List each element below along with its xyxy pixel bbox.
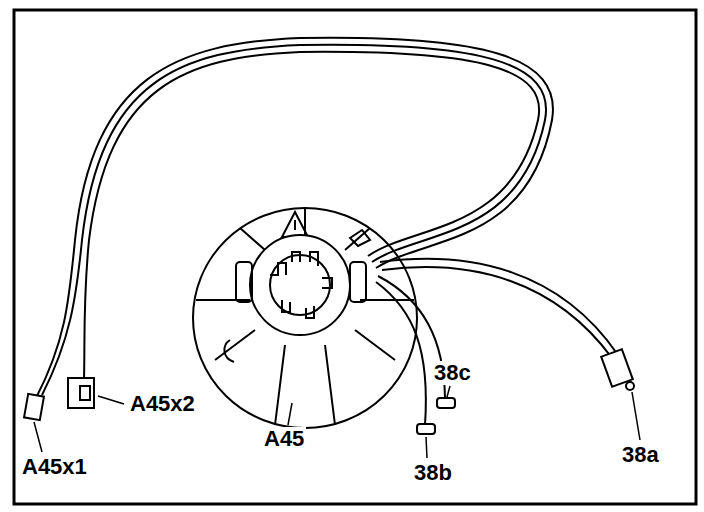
clock-spring [193, 208, 417, 428]
part-label: A45x1 [20, 455, 89, 479]
cable-bundle [36, 38, 618, 425]
leader-lines [34, 386, 640, 458]
part-label: 38a [620, 443, 661, 467]
frame [14, 10, 696, 504]
part-label: 38c [432, 361, 473, 385]
part-label: 38b [412, 461, 454, 485]
part-label: A45x2 [128, 392, 197, 416]
part-label: A45 [262, 427, 306, 451]
connectors [24, 349, 634, 434]
